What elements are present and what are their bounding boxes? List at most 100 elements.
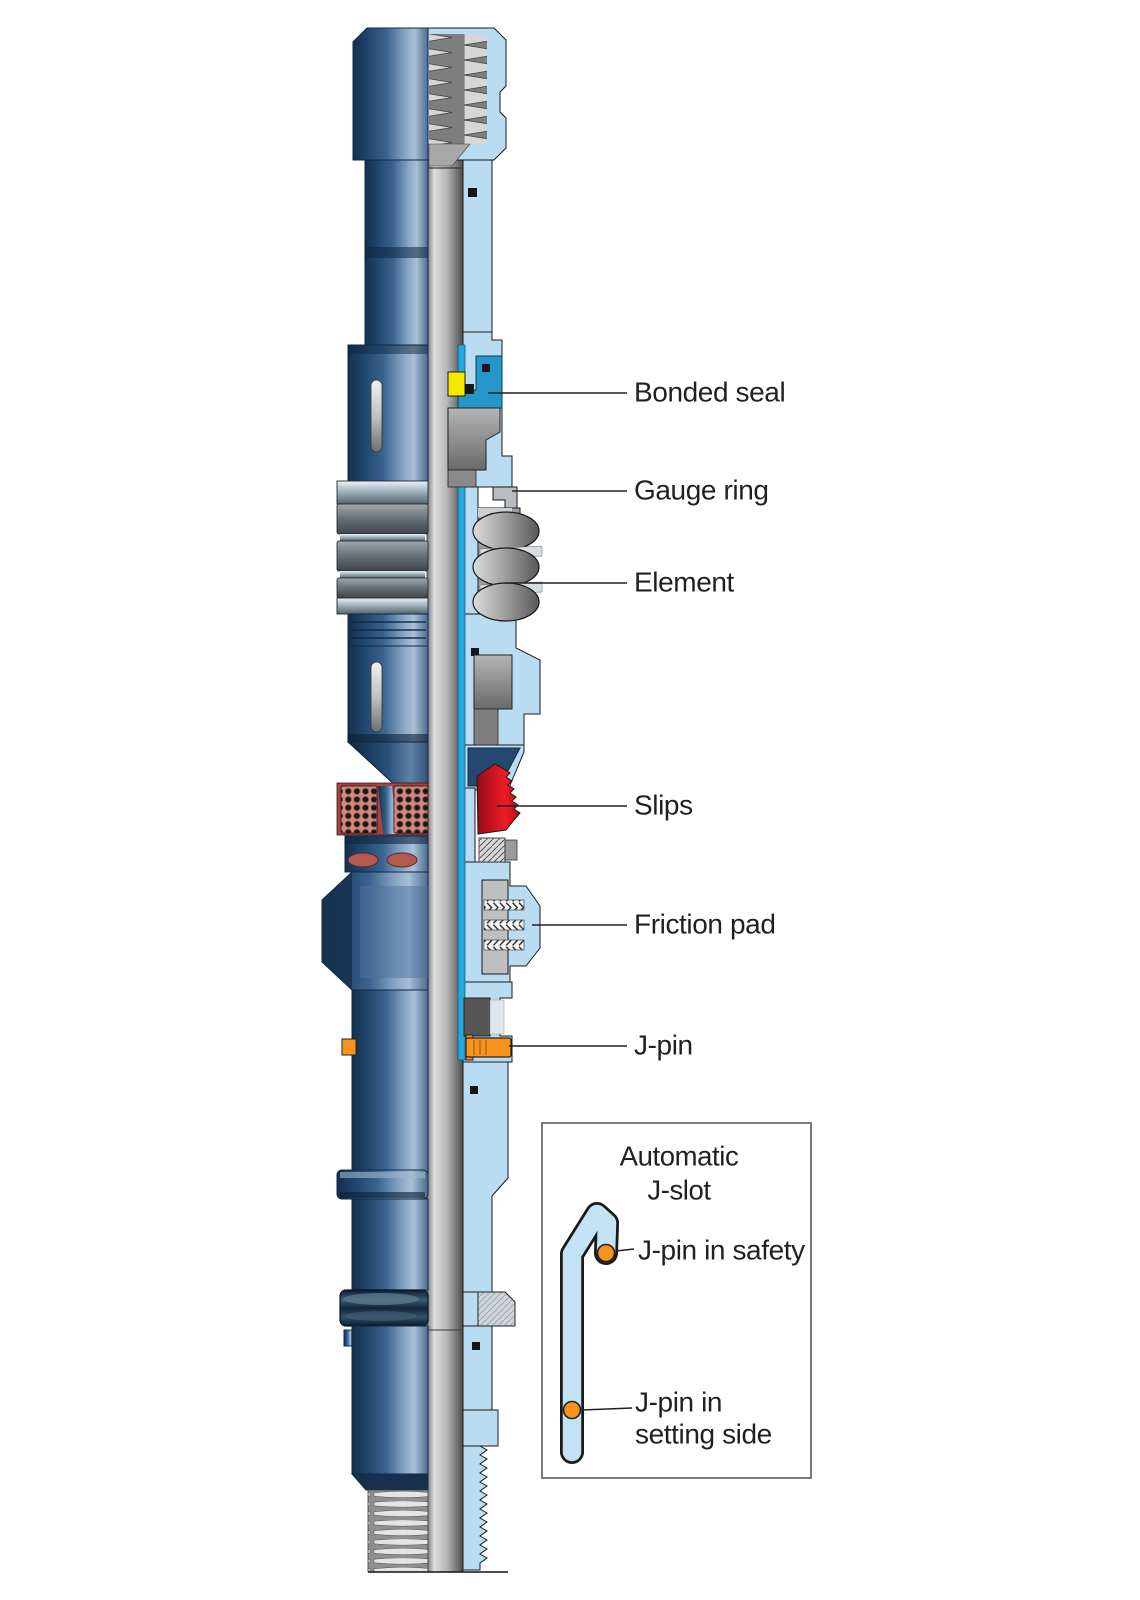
seal-retainer-step <box>465 384 474 394</box>
pad-spring-coil-2 <box>484 920 524 930</box>
external-body <box>321 27 508 1573</box>
lower-sleeve <box>351 1198 429 1291</box>
label-slips: Slips <box>634 790 693 821</box>
pad-spring-coil-1 <box>484 900 524 910</box>
j-slot-gap <box>489 999 505 1035</box>
thread-runout <box>428 143 471 167</box>
cone-external <box>346 741 429 789</box>
bottom-thread-section <box>462 1445 488 1571</box>
slip-carrier <box>344 835 429 873</box>
label-pin-setting-line1: J-pin in <box>635 1387 722 1418</box>
label-pin-safety: J-pin in safety <box>638 1235 805 1266</box>
leader-pin-safety <box>615 1248 635 1252</box>
inset-box <box>541 1122 812 1479</box>
label-gauge-ring: Gauge ring <box>634 475 769 506</box>
inset-title-line1: Automatic <box>620 1141 739 1172</box>
drag-block-body <box>321 871 429 991</box>
gauge-ring-part <box>492 486 518 509</box>
top-thread-section <box>428 34 487 167</box>
collar-sheen-top <box>343 1293 419 1305</box>
adapter-nub <box>343 1329 353 1347</box>
upper-body-groove <box>365 247 428 258</box>
slips-external <box>336 782 429 836</box>
j-pin-external <box>341 1038 357 1056</box>
jslot-pin-setting <box>562 1400 582 1420</box>
slip-wedge <box>476 763 521 835</box>
upper-slotted-body <box>347 344 429 482</box>
body-slot-lower <box>370 661 383 733</box>
drag-block-face <box>322 872 352 990</box>
slip-carrier-bevel <box>345 836 428 844</box>
lower-retainer-block <box>473 654 513 710</box>
j-pin-ridges <box>473 1040 487 1055</box>
set-screw-adapter <box>470 1086 478 1094</box>
carrier-slot-left <box>347 852 379 868</box>
set-screw-seal <box>482 364 490 372</box>
cone-tip-between-slips <box>378 786 397 834</box>
label-friction-pad: Friction pad <box>634 909 776 940</box>
body-slot-upper <box>370 379 383 453</box>
slip-block-left-buttons <box>341 786 377 833</box>
element-ring-1 <box>336 503 429 535</box>
slip-spring-cap <box>504 839 518 861</box>
friction-pad-cutaway <box>481 879 525 975</box>
slip-cutaway <box>476 763 521 863</box>
element-ring-3 <box>336 577 429 599</box>
carrier-slot-right <box>386 852 418 868</box>
set-screw-bottom <box>472 1342 480 1350</box>
upper-housing-section <box>462 159 493 333</box>
bottom-collar <box>339 1289 429 1327</box>
j-pin-part <box>465 1037 512 1058</box>
slip-spring-hatch <box>479 838 505 862</box>
element-bulb-1 <box>472 511 540 551</box>
element-bottom-band <box>336 597 429 615</box>
upper-slotted-bevel <box>348 345 428 354</box>
element-spacer-ext-2 <box>340 571 425 578</box>
set-screw-lower <box>471 648 479 656</box>
bottom-pin-threads <box>367 1489 429 1573</box>
bonded-seal-part <box>447 371 466 397</box>
seal-retainer-lower <box>447 469 477 488</box>
bottom-housing-upper <box>462 1325 493 1411</box>
label-element: Element <box>634 567 735 598</box>
lower-adapter-housing <box>462 1061 509 1293</box>
inset-jslot: Automatic J-slot J-pin in safety J-pin i… <box>541 1122 812 1479</box>
element-bulb-2 <box>472 547 540 587</box>
gauge-ring-band <box>336 480 429 505</box>
collar-section-hatch <box>478 1292 515 1326</box>
inset-title-line2: J-slot <box>647 1175 711 1206</box>
jslot-pin-safety <box>596 1243 616 1263</box>
j-section-body <box>351 989 429 1178</box>
j-slot-body-block <box>463 997 491 1037</box>
lower-retainer-step <box>473 708 499 746</box>
callouts: Bonded seal Gauge ring Element Slips Fri… <box>488 377 786 1061</box>
j-pin-cutaway <box>463 997 512 1061</box>
label-j-pin: J-pin <box>634 1030 693 1061</box>
set-screw-upper <box>468 188 477 197</box>
element-bulb-3 <box>472 582 540 622</box>
collar-backing <box>462 1291 479 1327</box>
jslot-channel <box>562 1204 617 1462</box>
lower-slotted-shadow <box>348 734 428 742</box>
label-pin-setting-line2: setting side <box>635 1419 772 1450</box>
thread-pattern-area <box>429 34 487 144</box>
drag-block-panel <box>360 886 428 978</box>
inner-tube-strip <box>457 344 466 1061</box>
element-spacer-ext-1 <box>340 534 425 541</box>
flange-shadow <box>340 1192 425 1198</box>
element-section-cutaway <box>472 507 543 622</box>
element-external <box>336 503 429 615</box>
flange-highlight <box>340 1172 425 1178</box>
bottom-housing-step <box>462 1409 499 1447</box>
lower-slotted-body <box>347 645 429 743</box>
slip-block-right-buttons <box>394 786 428 833</box>
bottom-adapter <box>351 1325 429 1475</box>
internal-components <box>447 188 543 1350</box>
leader-pin-setting <box>581 1407 633 1411</box>
collar-grooves <box>350 621 426 639</box>
collar-sheen-bottom <box>345 1311 417 1321</box>
label-bonded-seal: Bonded seal <box>634 377 785 408</box>
element-ring-2 <box>336 540 429 572</box>
